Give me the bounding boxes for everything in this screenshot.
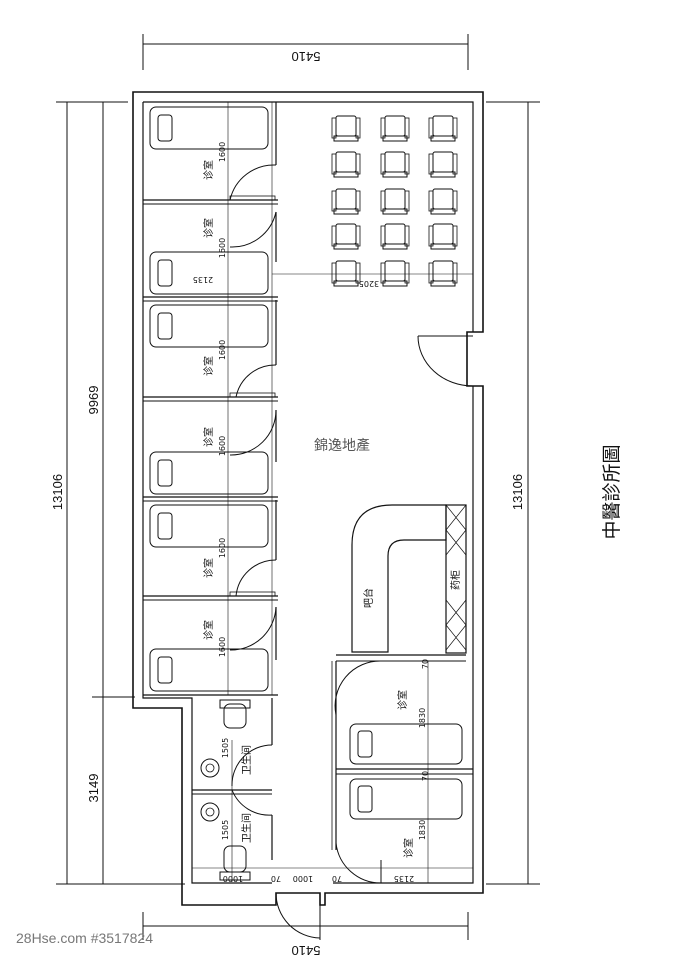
top-width-label: 5410 [292,49,321,64]
waiting-chair [428,115,458,142]
left-inner-dimension: 9969 3149 [86,102,135,884]
waiting-chair [380,188,410,215]
bottom-dimension: 5410 [142,912,469,958]
dim-70-door-b: 70 [332,874,342,883]
dim-1600-6: 1600 [218,637,227,657]
consult-rooms-left: 诊室 诊室 诊室 诊室 诊室 诊室 1600 1600 1600 1600 16… [143,102,278,696]
footer-listing-id: 28Hse.com #3517824 [16,930,153,946]
consult-room-label-1: 诊室 [202,160,215,180]
watermark: 錦逸地產 [314,437,370,454]
plan-title: 中醫診所圖 [601,444,623,539]
left-upper-label: 9969 [86,386,101,415]
left-outer-dimension: 13106 [50,101,185,885]
waiting-chair [331,188,361,215]
waiting-chair [380,223,410,250]
reception-counter: 吧台 药柜 [336,504,467,662]
right-dimension: 13106 [486,101,540,885]
consult-room-label-3: 诊室 [202,356,215,376]
dim-1830-2: 1830 [418,820,427,840]
consult-room-label-5: 诊室 [202,558,215,578]
bottom-width-label: 5410 [292,943,321,958]
consult-room-label-7: 诊室 [396,690,409,710]
dim-3205: 3205 [359,279,379,288]
toilet-label-1: 卫生间 [240,745,253,775]
consult-room-label-6: 诊室 [202,620,215,640]
dim-70-a: 70 [421,659,430,669]
consult-rooms-right: 诊室 诊室 1830 1830 70 70 [331,659,473,884]
dim-1000-door: 1000 [293,874,313,883]
waiting-area: 3205 [272,115,473,288]
waiting-chair [331,115,361,142]
waiting-chair [428,151,458,178]
dim-1505-2: 1505 [221,820,230,840]
consult-room-label-8: 诊室 [402,838,415,858]
dim-1600-5: 1600 [218,538,227,558]
waiting-chair [428,260,458,287]
right-total-label: 13106 [510,474,525,510]
waiting-chair [428,223,458,250]
waiting-chair [428,188,458,215]
dim-1600-1: 1600 [218,142,227,162]
left-lower-label: 3149 [86,774,101,803]
dim-2135-bottom: 2135 [394,874,414,883]
waiting-chair [380,115,410,142]
waiting-chair [331,260,361,287]
dim-1600-3: 1600 [218,340,227,360]
dim-1000-wc: 1000 [223,874,243,883]
main-entrance: 1000 70 70 2135 [192,867,473,940]
dim-70-door-a: 70 [271,874,281,883]
waiting-chair [331,151,361,178]
dim-1505-1: 1505 [221,738,230,758]
toilet-label-2: 卫生间 [240,813,253,843]
side-entrance [417,335,474,387]
dim-1600-4: 1600 [218,436,227,456]
waiting-chairs [331,115,458,287]
dim-1600-2: 1600 [218,238,227,258]
toilets: 卫生间 卫生间 1505 1505 1000 [192,698,273,883]
top-dimension: 5410 [142,34,469,70]
dim-1830-1: 1830 [418,708,427,728]
medicine-cabinet-label: 药柜 [449,570,462,590]
consult-room-label-4: 诊室 [202,427,215,447]
waiting-chair [380,260,410,287]
dim-70-b: 70 [421,771,430,781]
waiting-chair [380,151,410,178]
counter-label: 吧台 [362,588,375,608]
dim-2135-top: 2135 [193,275,213,284]
consult-room-label-2: 诊室 [202,218,215,238]
waiting-chair [331,223,361,250]
left-total-label: 13106 [50,474,65,510]
outer-walls [132,91,484,906]
